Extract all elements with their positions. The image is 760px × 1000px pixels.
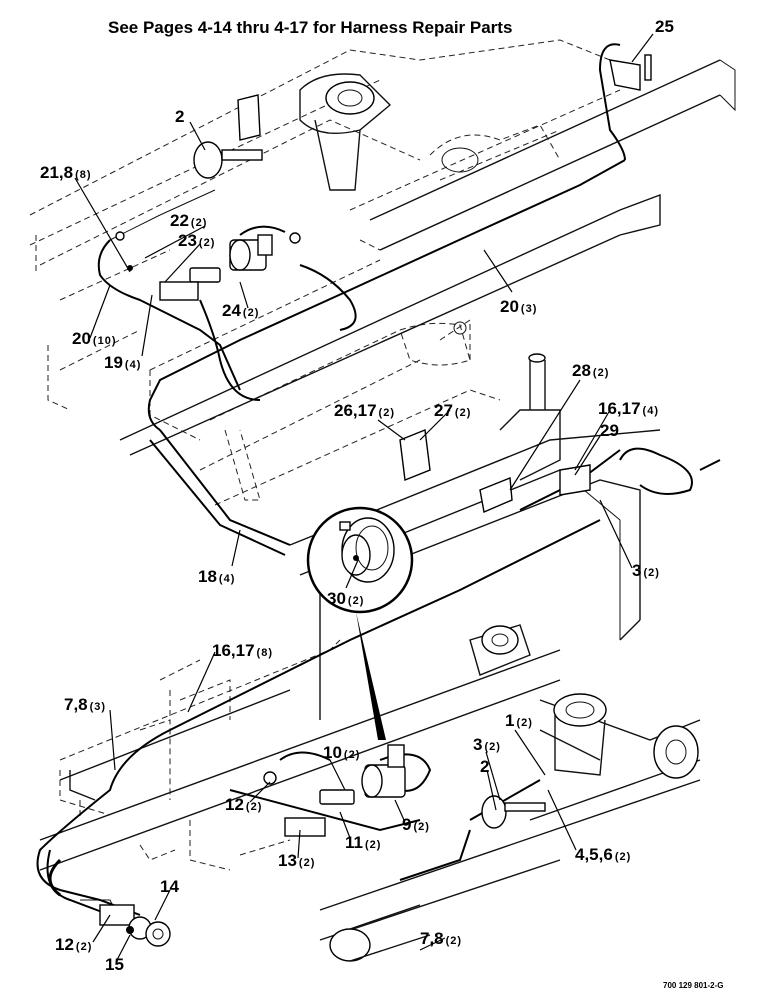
bracket-25 <box>609 54 652 91</box>
header-note: See Pages 4-14 thru 4-17 for Harness Rep… <box>108 18 512 37</box>
frame-outline <box>29 39 736 962</box>
callout-2-upper: 2 <box>175 107 184 126</box>
callout-14: 14 <box>160 877 179 896</box>
callout-2-lower: 2 <box>480 757 489 776</box>
harness-wires <box>36 43 721 936</box>
callout-20-3: 20(3) <box>500 297 537 316</box>
callout-labels: 25 2 21,8(8) 22(2) 23(2) 24(2) 20(3) 20(… <box>40 17 674 974</box>
callout-7-8-2: 7,8(2) <box>420 929 462 948</box>
callout-22: 22(2) <box>170 211 207 230</box>
callout-16-17-4: 16,17(4) <box>598 399 659 418</box>
signal-light-upper <box>193 94 263 179</box>
bracket-27 <box>399 429 431 481</box>
callout-1: 1(2) <box>505 711 533 730</box>
callout-25: 25 <box>655 17 674 36</box>
callout-10: 10(2) <box>323 743 360 762</box>
callout-9: 9(2) <box>402 815 430 834</box>
parts <box>99 54 652 947</box>
callout-27: 27(2) <box>434 401 471 420</box>
callout-3-lower: 3(2) <box>473 735 501 754</box>
callout-15: 15 <box>105 955 124 974</box>
detail-callout-30 <box>306 506 414 740</box>
callout-19: 19(4) <box>104 353 141 372</box>
callout-12-lower: 12(2) <box>55 935 92 954</box>
callout-20-10: 20(10) <box>72 329 116 348</box>
callout-4-5-6: 4,5,6(2) <box>575 845 631 864</box>
callout-18: 18(4) <box>198 567 235 586</box>
sensor-upper <box>115 231 301 301</box>
callout-24: 24(2) <box>222 301 259 320</box>
callout-3-upper: 3(2) <box>632 561 660 580</box>
callout-23: 23(2) <box>178 231 215 250</box>
callout-11: 11(2) <box>345 833 381 852</box>
callout-16-17-8: 16,17(8) <box>212 641 273 660</box>
sensor-lower <box>263 744 406 837</box>
leader-lines <box>74 33 654 961</box>
figure-id: 700 129 801-2-G <box>663 981 724 990</box>
callout-13: 13(2) <box>278 851 315 870</box>
callout-21-8: 21,8(8) <box>40 163 92 182</box>
bracket-28 <box>479 477 513 513</box>
callout-29: 29 <box>600 421 619 440</box>
callout-30: 30(2) <box>327 589 364 608</box>
callout-12-upper: 12(2) <box>225 795 262 814</box>
callout-26-17: 26,17(2) <box>334 401 395 420</box>
connector-plug <box>99 904 171 947</box>
signal-light-lower <box>481 795 546 829</box>
callout-28: 28(2) <box>572 361 609 380</box>
callout-7-8-3: 7,8(3) <box>64 695 106 714</box>
